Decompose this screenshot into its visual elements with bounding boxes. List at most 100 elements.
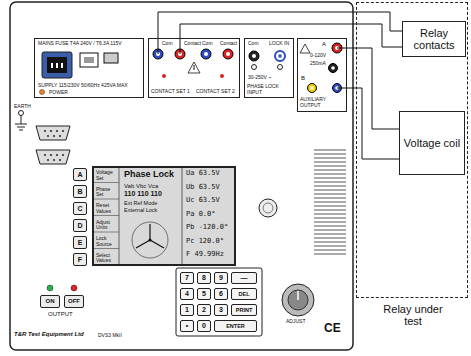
phase-lock-panel: Com LOCK IN 30-250V ~ PHASE LOCK INPUT <box>244 38 294 98</box>
output-panel: A 0-120V 250mA B AUXILIARY OUTPUT <box>297 38 347 112</box>
label-text: Lock Source <box>96 236 119 247</box>
keypad-key: 7 <box>180 272 194 284</box>
label-text: CONTACT SET 2 <box>196 89 240 95</box>
label-text: LOCK IN <box>269 41 289 47</box>
menu-button: C <box>73 202 87 215</box>
label-text: A <box>322 41 326 48</box>
label-text: Ub 63.5V <box>186 184 220 192</box>
wire <box>180 24 402 47</box>
keypad-key: 5 <box>197 288 211 300</box>
relay-part: Voltage coil <box>399 111 465 175</box>
label-text: Pb -120.0° <box>186 224 228 232</box>
label-text: Contact <box>184 41 201 47</box>
label-text: 4 <box>185 290 189 298</box>
label-text: 0-120V <box>310 53 326 59</box>
label-text: Phase Lock <box>124 170 174 180</box>
panel-label: EARTH <box>14 104 31 110</box>
label-text: DEL <box>239 291 250 297</box>
label-text: F 49.99Hz <box>186 251 224 259</box>
label-text: 9 <box>219 274 223 282</box>
panel-label: ADJUST <box>286 319 305 325</box>
panel-label: CE <box>324 322 341 335</box>
menu-button: D <box>73 219 87 232</box>
label-text: Ua 63.5V <box>186 170 220 178</box>
label-text: Com <box>202 41 213 47</box>
label-text: • <box>186 322 188 330</box>
keypad-key: 8 <box>197 272 211 284</box>
label-text: Relay contacts <box>403 27 465 51</box>
panel-label: T&R Test Equipment Ltd <box>14 331 84 338</box>
keypad-key: 4 <box>180 288 194 300</box>
relay-boundary: Relay under testRelay contactsVoltage co… <box>356 2 468 298</box>
menu-button: B <box>73 185 87 198</box>
label-text: Phase Set <box>96 187 119 198</box>
label-text: A <box>77 171 82 179</box>
label-text: 2 <box>202 306 206 314</box>
keypad-key: PRINT <box>231 304 257 316</box>
label-text: CONTACT SET 1 <box>151 89 195 95</box>
label-text: D <box>77 222 82 230</box>
label-text: 30-250V ~ <box>248 75 294 81</box>
label-text: B <box>77 188 82 196</box>
label-text: SUPPLY 115/230V 50/60Hz 425VA MAX <box>38 83 142 89</box>
label-text: Reset Values <box>96 203 119 214</box>
label-text: External Lock <box>124 207 157 213</box>
label-text: Pa 0.0° <box>186 211 216 219</box>
output-button: OFF <box>64 295 84 308</box>
label-text: Contact <box>220 41 237 47</box>
label-text: 250mA <box>310 61 326 67</box>
relay-part: Relay contacts <box>402 21 466 57</box>
keypad-key: — <box>231 272 257 284</box>
label-text: AUXILIARY OUTPUT <box>300 97 346 108</box>
label-text: B <box>301 75 305 82</box>
keypad-key: ENTER <box>214 320 257 332</box>
keypad-key: 2 <box>197 304 211 316</box>
contact-panel: ComContactComContactCONTACT SET 1CONTACT… <box>148 38 240 98</box>
label-text: 110 110 110 <box>124 190 162 198</box>
wire <box>158 12 402 38</box>
keypad-key: 0 <box>197 320 211 332</box>
label-text: 1 <box>185 306 189 314</box>
label-text: MAINS FUSE T4A 240V / T6.3A 115V <box>38 41 142 47</box>
keypad-key: 1 <box>180 304 194 316</box>
label-text: F <box>78 256 82 264</box>
label-text: Adjust Units <box>96 220 119 231</box>
menu-button: A <box>73 168 87 181</box>
label-text: Pc 120.0° <box>186 238 224 246</box>
menu-button: E <box>73 236 87 249</box>
panel-label: OUTPUT <box>48 311 73 318</box>
label-text: PHASE LOCK INPUT <box>247 84 293 95</box>
keypad-key: • <box>180 320 194 332</box>
label-text: Uc 63.5V <box>186 197 220 205</box>
label-text: C <box>77 205 82 213</box>
label-text: Vab Vbc Vca <box>124 183 158 190</box>
label-text: 5 <box>202 290 206 298</box>
label-text: ON <box>46 298 55 305</box>
label-text: POWER <box>49 90 68 96</box>
label-text: 3 <box>219 306 223 314</box>
keypad-key: 6 <box>214 288 228 300</box>
label-text: Voltage Set <box>96 170 119 181</box>
label-text: Select Values <box>96 253 119 264</box>
label-text: Com <box>162 41 173 47</box>
label-text: ENTER <box>226 323 245 329</box>
wire <box>347 88 399 159</box>
panel-label: DVS3 MkII <box>98 333 122 339</box>
label-text: Relay under test <box>373 303 453 327</box>
supply-panel: MAINS FUSE T4A 240V / T6.3A 115V SUPPLY 1… <box>34 38 144 98</box>
label-text: Com <box>248 41 259 47</box>
label-text: Ext Ref Mode <box>124 200 157 206</box>
label-text: 7 <box>185 274 189 282</box>
label-text: 8 <box>202 274 206 282</box>
label-text: OFF <box>68 298 80 305</box>
label-text: 0 <box>202 322 206 330</box>
lcd-screen: Voltage SetPhase SetReset ValuesAdjust U… <box>92 166 236 266</box>
keypad-key: DEL <box>231 288 257 300</box>
output-button: ON <box>40 295 60 308</box>
label-text: E <box>78 239 83 247</box>
label-text: 6 <box>219 290 223 298</box>
label-text: — <box>241 274 248 282</box>
label-text: PRINT <box>236 307 253 313</box>
menu-button: F <box>73 253 87 266</box>
